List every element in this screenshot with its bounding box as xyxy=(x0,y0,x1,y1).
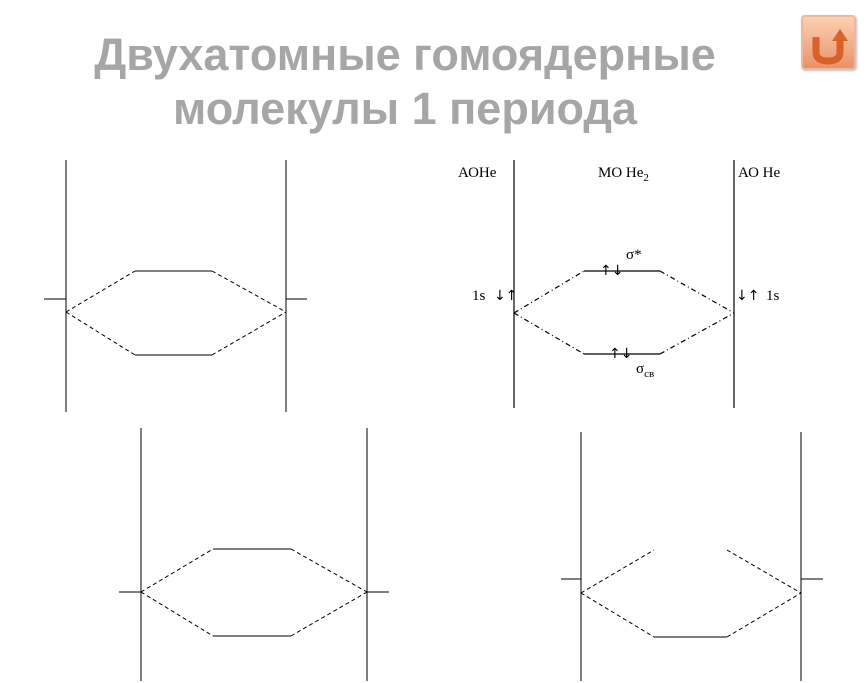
title-line-1: Двухатомные гомоядерные xyxy=(94,29,716,80)
label-mo: МО Не2 xyxy=(598,164,649,187)
right-level-label: 1s xyxy=(766,288,780,304)
u-turn-arrow-icon xyxy=(812,29,848,65)
template-diagram-top-left xyxy=(44,160,307,412)
template-diagram-bottom-right xyxy=(561,432,823,681)
back-button[interactable] xyxy=(801,15,856,70)
title-line-2: молекулы 1 периода xyxy=(173,83,637,134)
bonding-label: σсв xyxy=(636,360,654,383)
left-level-label: 1s xyxy=(472,288,486,304)
page-title: Двухатомные гомоядерные молекулы 1 перио… xyxy=(0,28,810,136)
right-level-electrons: ↓↑ xyxy=(736,288,760,304)
label-mo-subscript: 2 xyxy=(643,172,649,184)
he2-diagram xyxy=(513,160,735,408)
antibonding-electrons: ↑↓ xyxy=(600,263,624,279)
bonding-electrons: ↑↓ xyxy=(609,346,633,362)
label-ao-right: АО Не xyxy=(738,165,781,181)
template-diagram-bottom-left xyxy=(119,428,389,681)
left-level-electrons: ↓↑ xyxy=(494,288,518,304)
antibonding-label: σ* xyxy=(626,247,642,263)
bonding-label-subscript: св xyxy=(644,368,655,380)
label-ao-left: АОНе xyxy=(458,165,497,181)
label-mo-text: МО Не xyxy=(598,165,644,181)
bonding-label-symbol: σ xyxy=(636,361,645,377)
